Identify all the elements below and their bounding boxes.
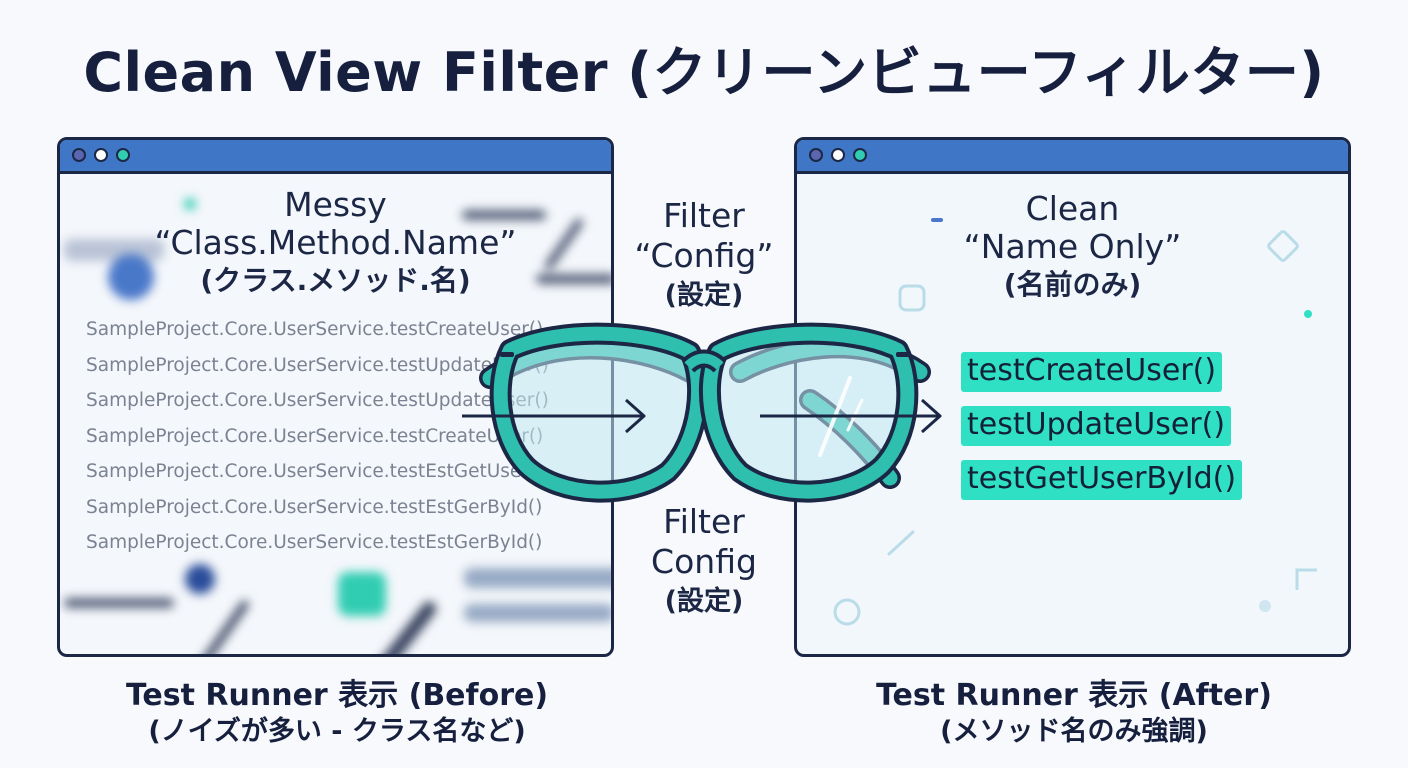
filter-label-line2: Config — [651, 542, 757, 581]
filter-label-jp: (設定) — [664, 280, 744, 311]
list-item: SampleProject.Core.UserService.testEstGe… — [86, 461, 544, 482]
list-item: SampleProject.Core.UserService.testCreat… — [86, 425, 544, 447]
list-item: SampleProject.Core.UserService.testCreat… — [86, 319, 544, 340]
after-heading-jp: (名前のみ) — [1003, 268, 1142, 301]
window-dot-icon — [116, 148, 130, 162]
glasses-icon — [479, 322, 931, 503]
before-test-list: SampleProject.Core.UserService.testCreat… — [86, 312, 549, 561]
page-title: Clean View Filter (クリーンビューフィルター) — [83, 41, 1325, 104]
window-dot-icon — [72, 148, 86, 162]
arrow-right-icon — [462, 398, 646, 434]
filter-config-label-bottom: Filter Config (設定) — [618, 502, 790, 622]
after-heading: Clean “Name Only” (名前のみ) — [797, 190, 1348, 304]
before-heading-line1: Messy — [284, 185, 387, 224]
filter-label-line2: “Config” — [634, 236, 774, 275]
before-heading-line2: “Class.Method.Name” — [154, 223, 517, 262]
blurred-noise-shapes — [60, 174, 611, 654]
method-highlight: testCreateUser() — [961, 352, 1223, 392]
after-caption: Test Runner 表示 (After) (メソッド名のみ強調) — [794, 678, 1354, 750]
before-caption-line2: (ノイズが多い - クラス名など) — [148, 716, 526, 747]
after-heading-line1: Clean — [1025, 189, 1120, 228]
filter-label-line1: Filter — [663, 196, 745, 235]
after-method-list: testCreateUser() testUpdateUser() testGe… — [961, 352, 1243, 514]
after-caption-line2: (メソッド名のみ強調) — [940, 716, 1208, 747]
window-titlebar — [797, 140, 1348, 174]
list-item: SampleProject.Core.UserService.testEstGe… — [86, 496, 543, 518]
window-dot-icon — [94, 148, 108, 162]
filter-label-jp: (設定) — [664, 586, 744, 617]
before-heading-jp: (クラス.メソッド.名) — [200, 264, 471, 297]
window-titlebar — [60, 140, 611, 174]
list-item: SampleProject.Core.UserService.testEstGe… — [86, 532, 543, 553]
before-caption-line1: Test Runner 表示 (Before) — [125, 678, 549, 713]
method-highlight: testGetUserById() — [961, 460, 1243, 500]
list-item: SampleProject.Core.UserService.testUpdat… — [86, 354, 549, 376]
window-dot-icon — [809, 148, 823, 162]
method-highlight: testUpdateUser() — [961, 406, 1232, 446]
window-dot-icon — [853, 148, 867, 162]
list-item: SampleProject.Core.UserService.testUpdat… — [86, 390, 549, 411]
after-caption-line1: Test Runner 表示 (After) — [876, 678, 1272, 713]
arrow-right-icon — [760, 398, 942, 434]
filter-label-line1: Filter — [663, 502, 745, 541]
before-caption: Test Runner 表示 (Before) (ノイズが多い - クラス名など… — [57, 678, 617, 750]
decor-shapes — [833, 218, 1317, 626]
window-dot-icon — [831, 148, 845, 162]
filter-config-label-top: Filter “Config” (設定) — [618, 196, 790, 316]
before-heading: Messy “Class.Method.Name” (クラス.メソッド.名) — [60, 186, 611, 300]
after-heading-line2: “Name Only” — [963, 227, 1182, 266]
